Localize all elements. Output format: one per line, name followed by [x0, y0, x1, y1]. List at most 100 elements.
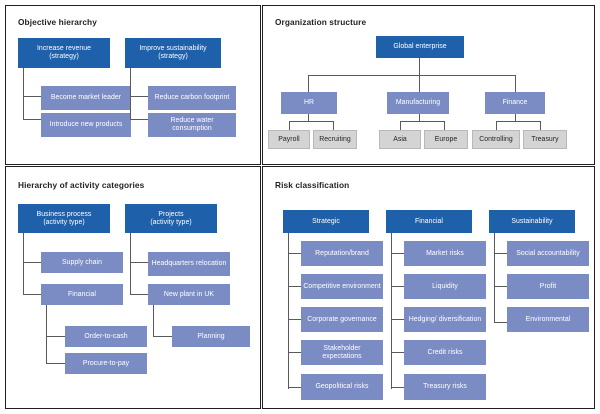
node-recruiting[interactable]: Recruiting [313, 130, 357, 149]
node-finance[interactable]: Finance [485, 92, 545, 114]
connector-vertical [419, 75, 421, 92]
node-reduce-water-consumption[interactable]: Reduce water consumption [148, 113, 236, 137]
connector-horizontal [46, 363, 65, 365]
connector-horizontal [130, 96, 148, 98]
node-manufacturing[interactable]: Manufacturing [387, 92, 449, 114]
connector-horizontal [130, 294, 148, 296]
panel-hierarchy-of-activity-categories: Hierarchy of activity categories Busines… [5, 166, 261, 409]
node-increase-revenue[interactable]: Increase revenue (strategy) [18, 38, 110, 68]
connector-vertical [494, 233, 496, 323]
panel-title-hierarchy-of-activity-categories: Hierarchy of activity categories [18, 180, 145, 190]
connector-vertical [333, 121, 335, 130]
connector-vertical [23, 68, 25, 120]
node-market-risks[interactable]: Market risks [404, 241, 486, 266]
connector-horizontal [23, 294, 41, 296]
node-europe[interactable]: Europe [424, 130, 468, 149]
connector-vertical [496, 121, 498, 130]
node-global-enterprise[interactable]: Global enterprise [376, 36, 464, 58]
node-line-1: Increase revenue [36, 45, 92, 53]
node-supply-chain[interactable]: Supply chain [41, 252, 123, 273]
node-financial-risk[interactable]: Financial [386, 210, 472, 233]
node-line-1: Improve sustainability [139, 45, 207, 53]
node-hedging-diversification[interactable]: Hedging/ diversification [404, 307, 486, 332]
panel-title-risk-classification: Risk classification [275, 180, 350, 190]
connector-vertical [419, 114, 421, 122]
node-business-process[interactable]: Business process (activity type) [18, 204, 110, 233]
node-line-2: (activity type) [150, 218, 192, 226]
connector-horizontal [494, 286, 507, 288]
connector-horizontal [494, 322, 507, 324]
node-geopolitical-risks[interactable]: Geopolitical risks [301, 374, 383, 400]
connector-horizontal [288, 253, 301, 255]
node-planning[interactable]: Planning [172, 326, 250, 347]
connector-vertical [400, 121, 402, 130]
connector-horizontal [494, 253, 507, 255]
node-payroll[interactable]: Payroll [268, 130, 310, 149]
node-credit-risks[interactable]: Credit risks [404, 340, 486, 365]
panel-title-objective-hierarchy: Objective hierarchy [18, 17, 97, 27]
panel-organization-structure: Organization structure Global enterprise… [262, 5, 595, 165]
node-become-market-leader[interactable]: Become market leader [41, 86, 131, 110]
node-projects[interactable]: Projects (activity type) [125, 204, 217, 233]
node-line-1: Business process [36, 210, 92, 218]
node-corporate-governance[interactable]: Corporate governance [301, 307, 383, 332]
node-environmental[interactable]: Environmental [507, 307, 589, 332]
connector-horizontal [391, 352, 404, 354]
node-stakeholder-expectations[interactable]: Stakeholder expectations [301, 340, 383, 365]
node-social-accountability[interactable]: Social accountability [507, 241, 589, 266]
node-line-2: (strategy) [49, 53, 79, 60]
connector-vertical [130, 233, 132, 295]
connector-horizontal [391, 319, 404, 321]
node-reputation-brand[interactable]: Reputation/brand [301, 241, 383, 266]
node-reduce-carbon-footprint[interactable]: Reduce carbon footprint [148, 86, 236, 110]
connector-horizontal [23, 262, 41, 264]
connector-vertical [308, 75, 310, 92]
connector-horizontal [400, 121, 445, 123]
connector-vertical [308, 114, 310, 122]
connector-vertical [153, 305, 155, 337]
connector-vertical [288, 233, 290, 389]
connector-horizontal [153, 336, 172, 338]
connector-vertical [515, 75, 517, 92]
node-controlling[interactable]: Controlling [472, 130, 520, 149]
node-line-2: (activity type) [43, 218, 85, 226]
node-hr[interactable]: HR [281, 92, 337, 114]
connector-horizontal [289, 121, 334, 123]
node-line-1: Projects [158, 210, 184, 218]
connector-vertical [23, 233, 25, 295]
node-treasury[interactable]: Treasury [523, 130, 567, 149]
connector-horizontal [288, 387, 301, 389]
connector-horizontal [288, 286, 301, 288]
node-treasury-risks[interactable]: Treasury risks [404, 374, 486, 400]
node-new-plant-in-uk[interactable]: New plant in UK [148, 284, 230, 305]
node-asia[interactable]: Asia [379, 130, 421, 149]
panel-risk-classification: Risk classification Strategic Reputation… [262, 166, 595, 409]
panel-objective-hierarchy: Objective hierarchy Increase revenue (st… [5, 5, 261, 165]
node-sustainability[interactable]: Sustainability [489, 210, 575, 233]
node-profit[interactable]: Profit [507, 274, 589, 299]
connector-vertical [391, 233, 393, 389]
node-financial-activity[interactable]: Financial [41, 284, 123, 305]
connector-horizontal [46, 336, 65, 338]
node-line-2: (strategy) [158, 53, 188, 60]
connector-horizontal [308, 75, 516, 77]
connector-horizontal [391, 387, 404, 389]
node-order-to-cash[interactable]: Order-to-cash [65, 326, 147, 347]
node-competitive-environment[interactable]: Competitive environment [301, 274, 383, 299]
node-improve-sustainability[interactable]: Improve sustainability (strategy) [125, 38, 221, 68]
node-liquidity[interactable]: Liquidity [404, 274, 486, 299]
connector-vertical [419, 58, 421, 76]
node-procure-to-pay[interactable]: Procure-to-pay [65, 353, 147, 374]
node-strategic[interactable]: Strategic [283, 210, 369, 233]
connector-horizontal [391, 253, 404, 255]
connector-horizontal [288, 319, 301, 321]
connector-vertical [515, 114, 517, 122]
connector-horizontal [130, 119, 148, 121]
connector-vertical [46, 305, 48, 363]
connector-horizontal [391, 286, 404, 288]
node-headquarters-relocation[interactable]: Headquarters relocation [148, 252, 230, 276]
connector-vertical [540, 121, 542, 130]
node-introduce-new-products[interactable]: Introduce new products [41, 113, 131, 137]
connector-horizontal [130, 262, 148, 264]
